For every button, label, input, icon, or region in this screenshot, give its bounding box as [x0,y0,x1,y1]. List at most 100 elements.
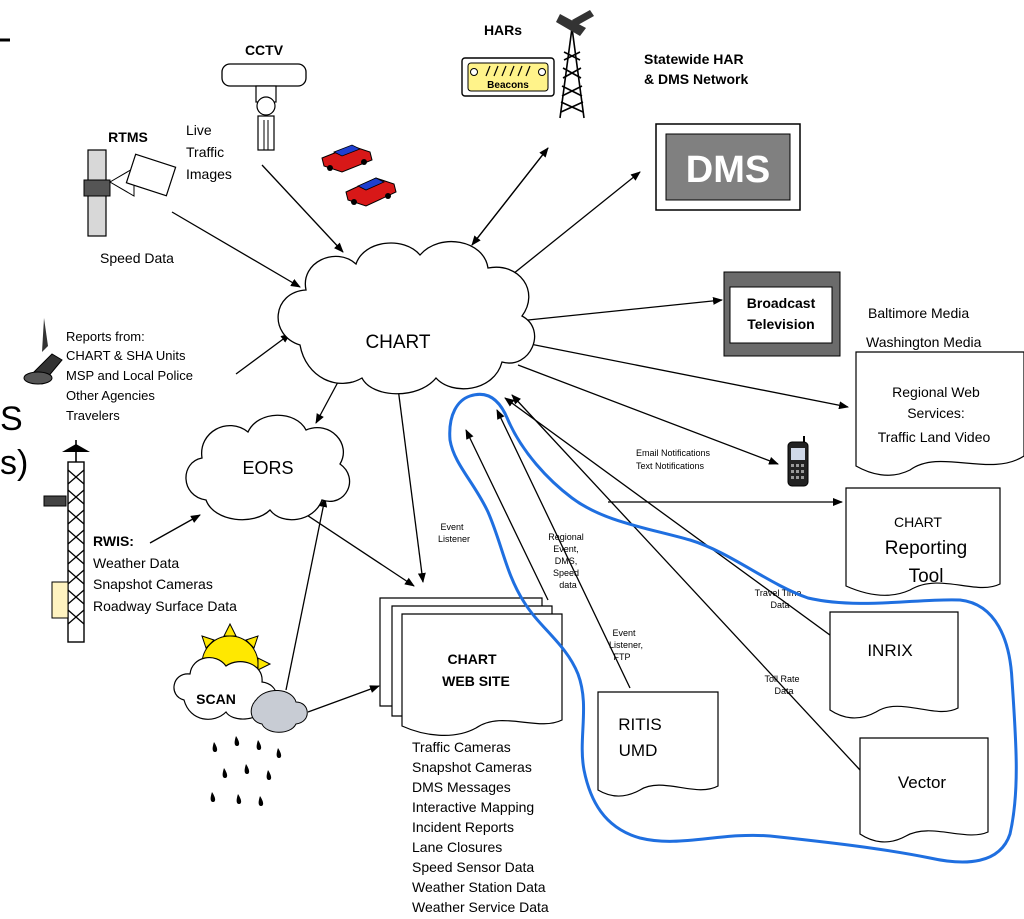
svg-text:Speed Sensor Data: Speed Sensor Data [412,859,534,875]
svg-text:WEB SITE: WEB SITE [442,673,510,689]
speed-data-label: Speed Data [100,250,174,266]
travel-time-label: Travel Time Data [755,588,802,610]
svg-text:Listener,: Listener, [609,640,643,650]
event-listener-label: Event Listener [438,522,470,544]
arrow-chart-to-phone [517,364,779,465]
car-icon [321,144,373,173]
svg-text:Incident Reports: Incident Reports [412,819,514,835]
reports-from-label: Reports from: CHART & SHA Units MSP and … [66,329,193,423]
svg-text:data: data [559,580,577,590]
arrow-scan-to-website [307,685,380,713]
eors-cloud-label: EORS [242,458,293,478]
svg-text:Interactive Mapping: Interactive Mapping [412,799,534,815]
cropped-left-text-1: S [0,400,23,438]
svg-text:Television: Television [747,316,814,332]
svg-text:Weather Data: Weather Data [93,555,179,571]
svg-text:Event: Event [440,522,464,532]
statewide-network-label: Statewide HAR & DMS Network [644,51,748,87]
arrow-chart-to-broadcast [527,296,723,321]
highlight-outline [448,392,1018,864]
svg-text:Weather Station Data: Weather Station Data [412,879,546,895]
media-outlets-label: Baltimore Media Washington Media [866,305,982,350]
arrow-rwis-to-eors [149,514,201,544]
regional-event-label: Regional Event, DMS, Speed data [548,532,584,590]
svg-text:UMD: UMD [619,741,658,760]
har-tower: HARs Beacons [461,10,594,119]
svg-text:Speed: Speed [553,568,579,578]
svg-text:Vector: Vector [898,773,947,792]
svg-text:Email Notifications: Email Notifications [636,448,711,458]
svg-text:Regional: Regional [548,532,584,542]
svg-text:Regional Web: Regional Web [892,384,980,400]
cctv-camera: CCTV [221,42,307,151]
svg-text:Washington Media: Washington Media [866,334,982,350]
svg-text:DMS,: DMS, [555,556,578,566]
svg-text:Tool: Tool [909,566,944,587]
svg-text:Weather Service Data: Weather Service Data [412,899,549,915]
eors-cloud: EORS [185,414,351,521]
car-icon [345,177,397,207]
arrow-vector-to-chart [511,394,861,771]
svg-text:Traffic Cameras: Traffic Cameras [412,739,511,755]
svg-text:CHART: CHART [448,651,497,667]
svg-text:Event: Event [612,628,636,638]
arrow-inrix-to-chart [504,397,835,639]
arrow-rtms-to-chart [171,211,301,288]
svg-text:Statewide HAR: Statewide HAR [644,51,744,67]
arrow-ritis-to-chart [496,409,631,689]
svg-text:DMS Messages: DMS Messages [412,779,511,795]
svg-text:MSP and Local Police: MSP and Local Police [66,368,193,383]
dms-sign-label: DMS [686,149,770,191]
svg-text:Data: Data [774,686,793,696]
svg-text:Images: Images [186,166,232,182]
rwis-title: RWIS: [93,533,134,549]
arrow-hars-to-chart [471,147,549,246]
svg-text:CHART & SHA Units: CHART & SHA Units [66,348,186,363]
notifications-label: Email Notifications Text Notifications [636,448,711,471]
svg-text:RITIS: RITIS [618,715,661,734]
rtms-sensor: RTMS [83,129,177,237]
svg-text:Snapshot Cameras: Snapshot Cameras [412,759,532,775]
radio-tower-icon [559,27,585,119]
svg-text:Lane Closures: Lane Closures [412,839,502,855]
chart-cloud-label: CHART [365,332,430,353]
svg-text:Broadcast: Broadcast [747,295,816,311]
chart-cloud: CHART [277,241,536,395]
arrow-website-to-chart [465,429,549,601]
arrow-reports-to-chart [235,333,291,375]
live-traffic-images-label: Live Traffic Images [186,122,232,182]
rtms-label: RTMS [108,129,148,145]
broadcast-television: Broadcast Television [723,271,841,357]
scan-weather-icon: SCAN [173,622,308,806]
svg-text:Baltimore Media: Baltimore Media [868,305,969,321]
arrow-chart-to-dms [507,171,641,279]
svg-text:Roadway Surface Data: Roadway Surface Data [93,598,237,614]
svg-text:Reports from:: Reports from: [66,329,145,344]
scan-label: SCAN [196,691,236,707]
dms-sign: DMS [655,123,801,211]
svg-text:FTP: FTP [614,652,631,662]
phone-handset-icon [23,318,63,385]
svg-text:Event,: Event, [553,544,579,554]
arrow-chart-to-eors [315,381,339,424]
vector-doc: Vector [859,737,989,843]
event-listener-ftp-label: Event Listener, FTP [609,628,643,662]
cropped-left-text-2: s) [0,444,28,482]
ritis-doc: RITIS UMD [597,691,719,797]
inrix-doc: INRIX [829,611,959,719]
cctv-label: CCTV [245,42,284,58]
svg-text:Traffic Land Video: Traffic Land Video [878,429,991,445]
svg-text:Toll Rate: Toll Rate [764,674,799,684]
svg-text:INRIX: INRIX [867,641,912,660]
rwis-tower [43,440,90,643]
chart-website-docs: CHART WEB SITE [379,597,563,736]
rwis-items-label: Weather Data Snapshot Cameras Roadway Su… [93,555,237,614]
svg-text:& DMS Network: & DMS Network [644,71,748,87]
svg-text:Listener: Listener [438,534,470,544]
arrow-cctv-to-chart [261,164,344,253]
svg-text:Traffic: Traffic [186,144,224,160]
svg-text:Snapshot Cameras: Snapshot Cameras [93,576,213,592]
svg-text:Services:: Services: [907,405,965,421]
svg-text:Other Agencies: Other Agencies [66,388,155,403]
cell-phone-icon [787,436,809,487]
